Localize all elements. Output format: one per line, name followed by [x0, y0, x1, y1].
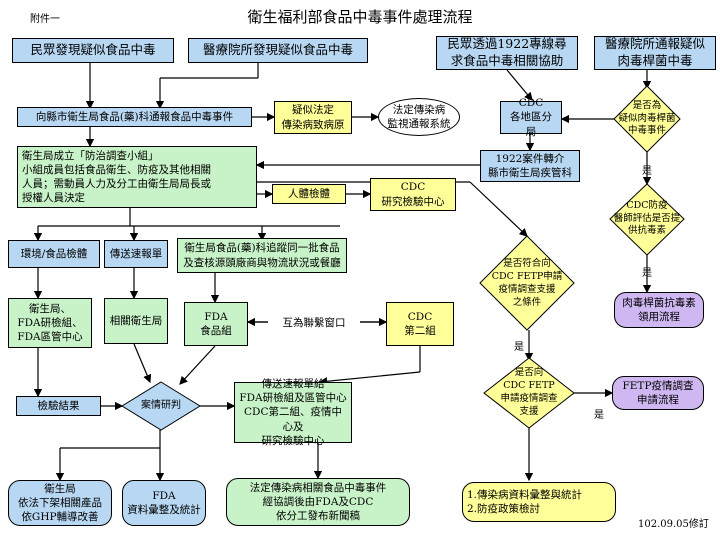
source-botulism-report: 醫療院所通報疑似 肉毒桿菌中毒	[594, 36, 716, 70]
trace-box: 衛生局食品(藥)科追蹤同一批食品 及查核源頭廠商與物流狀況或餐廳	[177, 238, 347, 273]
contact-label: 互為聯繫窗口	[268, 314, 360, 332]
forward-1922-box: 1922案件轉介 縣市衛生局疾管科	[480, 150, 580, 182]
legal-surveillance-oval: 法定傳染病 監視通報系統	[378, 98, 460, 136]
cdc-group2-box: CDC 第二組	[386, 302, 454, 346]
related-bureau-box: 相關衛生局	[104, 298, 168, 344]
antitoxin-box: 肉毒桿菌抗毒素 領用流程	[614, 292, 704, 328]
labs-box: 衛生局、 FDA研檢組、 FDA區管中心	[8, 298, 92, 348]
yes-label: 是	[514, 342, 524, 353]
remove-products-box: 衛生局 依法下架相關產品 依GHP輔導改善	[8, 480, 112, 526]
report-county-box: 向縣市衛生局食品(藥)科通報食品中毒事件	[17, 107, 252, 127]
stats-list-box: 1.傳染病資料彙整與統計 2.防疫政策檢討	[462, 482, 616, 522]
cdc-lab-box: CDC 研究檢驗中心	[370, 178, 456, 211]
case-study-diamond: 案情研判	[141, 400, 181, 412]
botulism-decision-diamond: 是否為 疑似肉毒桿菌 中毒事件	[618, 99, 676, 137]
yes-label: 是	[642, 268, 652, 279]
health-bureau-team-box: 衛生局成立「防治調查小組」 小組成員包括食品衛生、防疫及其他相關 人員；需動員人…	[17, 146, 257, 208]
test-result-box: 檢驗結果	[16, 396, 101, 416]
env-food-box: 環境/食品檢體	[8, 240, 100, 268]
fda-group-box: FDA 食品組	[184, 302, 248, 346]
page-title: 衛生福利部食品中毒事件處理流程	[247, 8, 473, 26]
send-to-box: 傳送速報單給 FDA研檢組及區管中心 CDC第二組、疫情中心及 研究檢驗中心	[234, 378, 352, 447]
yes-label: 是	[642, 166, 652, 177]
fetp-condition-diamond: 是否符合向 CDC FETP申請 疫情調查支援 之條件	[491, 258, 563, 308]
source-hospital: 醫療院所發現疑似食品中毒	[188, 38, 368, 63]
yes-label: 是	[594, 410, 604, 421]
send-report-box: 傳送速報單	[104, 240, 168, 268]
revision-date: 102.09.05修訂	[638, 519, 709, 530]
cdc-district-box: CDC 各地區分局	[500, 97, 562, 138]
source-public: 民眾發現疑似食品中毒	[12, 38, 174, 63]
human-test-box: 人體檢體	[272, 184, 346, 204]
legal-notice-box: 法定傳染病相關食品中毒事件 經協調後由FDA及CDC 依分工發布新聞稿	[226, 478, 410, 526]
source-hotline: 民眾透過1922專線尋 求食品中毒相關協助	[436, 36, 578, 70]
fda-stats-box: FDA 資料彙整及統計	[122, 480, 206, 526]
attachment-label: 附件一	[30, 14, 60, 25]
apply-fetp-diamond: 是否向 CDC FETP 申請疫情調查 支援	[500, 367, 558, 417]
fetp-flow-box: FETP疫情調查 申請流程	[612, 376, 704, 410]
suspected-legal-box: 疑似法定 傳染病致病原	[274, 101, 352, 134]
cdc-physician-diamond: CDC防疫 醫師評估是否提 供抗毒素	[613, 199, 681, 237]
